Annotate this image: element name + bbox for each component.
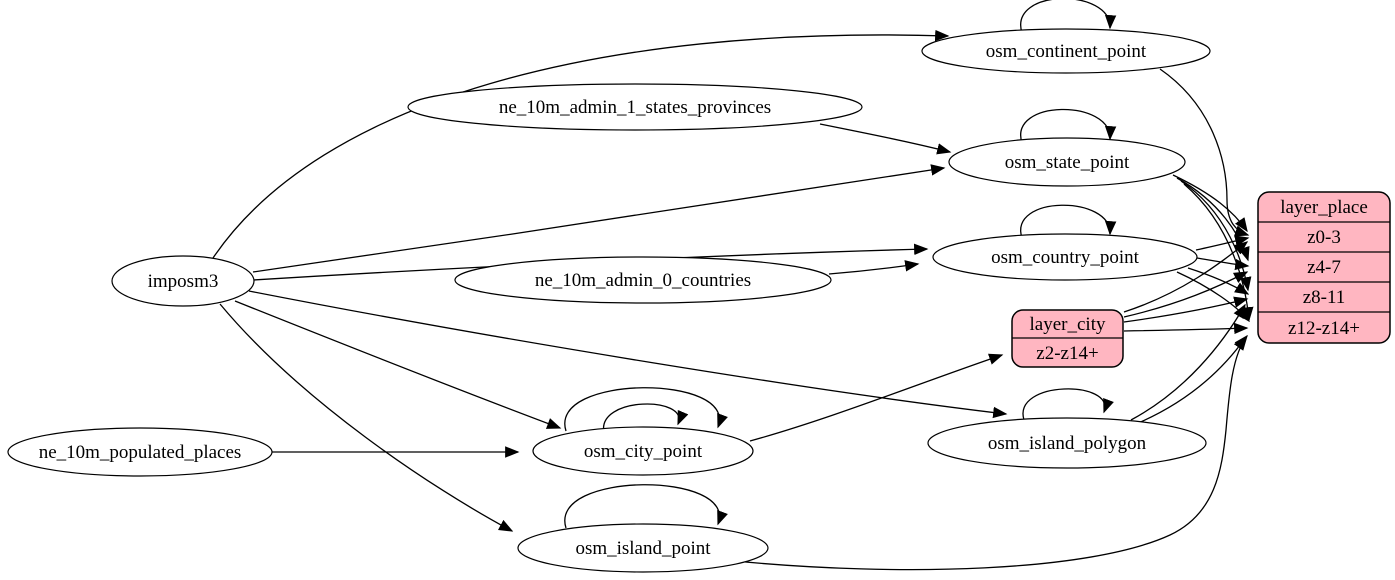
table-ellipse [921,28,1211,74]
edge-imposm3-osm_state_point [252,164,946,273]
edge-osm_island_polygon-layer_place-z8-11 [1130,303,1246,421]
node-label: ne_10m_admin_1_states_provinces [499,97,771,118]
table-ellipse [532,426,754,476]
node-osm_island_polygon: osm_island_polygon [927,417,1207,469]
edge-imposm3-osm_continent_point [212,29,950,259]
edge-layer_city-layer_place-z12-z14+ [1123,322,1249,335]
table-ellipse [111,255,255,307]
table-ellipse [454,256,832,304]
node-layer_city: layer_city z2-z14+ [1011,309,1124,368]
edge-osm_state_point-layer_place-z0-3 [1172,174,1248,233]
table-ellipse [517,523,769,573]
edge-imposm3-osm_island_polygon [248,290,1008,419]
edge-osm_island_polygon-osm_island_polygon-self-loop [1022,388,1114,421]
table-ellipse [948,137,1186,187]
record-title: layer_city [1030,314,1106,335]
node-osm_island_point: osm_island_point [517,523,769,573]
record-row-label: z4-7 [1307,257,1341,278]
node-label: osm_island_point [575,538,711,559]
table-ellipse [407,83,863,131]
edge-osm_country_point-layer_place-z12-z14+ [1176,271,1250,323]
edge-imposm3-osm_island_point [219,303,514,532]
edge-osm_island_point-osm_island_point-self-loop [564,484,728,529]
record-row-label: z2-z14+ [1036,343,1098,364]
node-osm_continent_point: osm_continent_point [921,28,1211,74]
edge-osm_city_point-osm_city_point-self-loop [603,403,689,434]
node-osm_city_point: osm_city_point [532,426,754,476]
node-layer_place: layer_place z0-3 z4-7 z8-11 z12-z14+ [1257,191,1391,344]
node-label: osm_island_polygon [988,433,1147,454]
edge-imposm3-osm_city_point [234,300,562,429]
edge-ne_10m_admin_0_countries-osm_country_point [828,260,920,275]
record-box [1257,191,1391,344]
edge-layer_city-layer_place-z8-11 [1123,296,1249,323]
edge-osm_city_point-layer_city-z2-z14+ [749,353,1004,442]
edge-osm_state_point-layer_place-z8-11 [1180,180,1252,292]
node-osm_state_point: osm_state_point [948,137,1186,187]
node-label: osm_city_point [584,441,703,462]
node-ne_10m_admin_1_states_provinces: ne_10m_admin_1_states_provinces [407,83,863,131]
table-ellipse [932,233,1198,281]
edge-osm_country_point-osm_country_point-self-loop [1020,204,1117,239]
node-label: osm_country_point [991,247,1139,268]
node-label: imposm3 [148,271,219,292]
node-osm_country_point: osm_country_point [932,233,1198,281]
node-ne_10m_admin_0_countries: ne_10m_admin_0_countries [454,256,832,304]
table-ellipse [927,417,1207,469]
record-title: layer_place [1280,197,1368,218]
node-label: osm_continent_point [986,41,1147,62]
edge-osm_country_point-layer_place-z0-3 [1195,235,1250,251]
node-label: osm_state_point [1005,152,1130,173]
record-row-label: z0-3 [1307,227,1341,248]
node-label: ne_10m_populated_places [39,442,242,463]
edges-layer [212,0,1254,571]
node-ne_10m_populated_places: ne_10m_populated_places [7,427,273,477]
nodes-layer: imposm3 ne_10m_admin_1_states_provincesne… [7,28,1391,573]
node-imposm3: imposm3 [111,255,255,307]
edge-osm_continent_point-osm_continent_point-self-loop [1020,0,1117,34]
edge-osm_city_point-osm_city_point-self-loop [564,387,728,432]
record-row-label: z12-z14+ [1288,318,1360,339]
edge-layer_city-layer_place-z0-3 [1123,241,1249,313]
edge-osm_state_point-osm_state_point-self-loop [1020,108,1117,144]
edge-layer_city-layer_place-z4-7 [1123,271,1249,318]
node-label: ne_10m_admin_0_countries [535,270,751,291]
edge-osm_island_point-layer_place-z12-z14+ [734,334,1248,571]
record-row-label: z8-11 [1303,287,1346,308]
edge-osm_country_point-layer_place-z4-7 [1196,257,1250,271]
edge-osm_island_polygon-layer_place-z12-z14+ [1135,335,1247,425]
edge-osm_country_point-layer_place-z8-11 [1187,267,1250,295]
edge-ne_10m_admin_1_states_provinces-osm_state_point [819,123,952,155]
table-ellipse [7,427,273,477]
